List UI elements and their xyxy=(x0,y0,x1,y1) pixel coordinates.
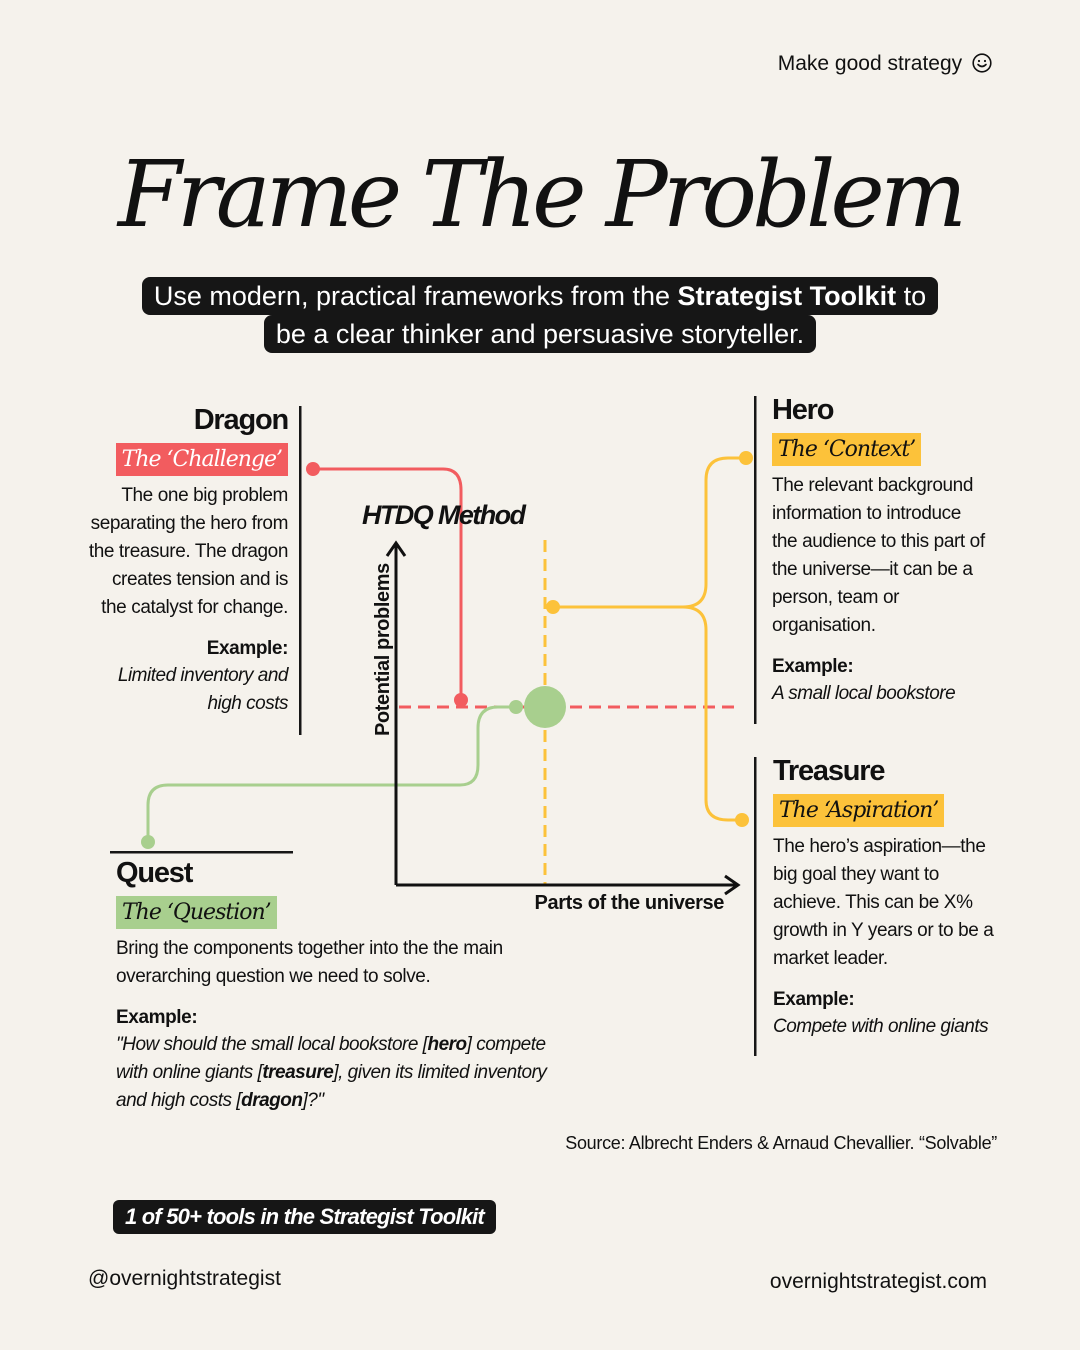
treasure-connector xyxy=(682,605,742,822)
hero-example-label: Example: xyxy=(772,656,854,677)
toolkit-badge: 1 of 50+ tools in the Strategist Toolkit xyxy=(113,1200,496,1234)
treasure-divider xyxy=(754,757,757,1056)
source-credit: Source: Albrecht Enders & Arnaud Chevall… xyxy=(565,1133,997,1153)
y-axis-label: Potential problems xyxy=(372,563,394,736)
quest-example-bold: hero xyxy=(427,1034,467,1055)
dragon-block: Dragon The ‘Challenge’ The one big probl… xyxy=(40,404,290,718)
treasure-title: Treasure xyxy=(773,755,886,787)
dragon-example-line: Limited inventory and xyxy=(117,665,289,686)
quest-tag: The ‘Question’ xyxy=(116,896,277,929)
quest-example-text: ]?" xyxy=(302,1090,324,1111)
treasure-desc-line: big goal they want to xyxy=(773,864,939,885)
hero-connector xyxy=(553,456,746,609)
smiley-icon xyxy=(972,53,992,73)
quest-block: Quest The ‘Question’ Bring the component… xyxy=(116,857,576,1115)
x-axis-arrow-icon xyxy=(724,874,741,896)
hero-point-dot xyxy=(546,600,560,614)
treasure-desc: The hero’s aspiration—the big goal they … xyxy=(773,833,1063,973)
hero-block: Hero The ‘Context’ The relevant backgrou… xyxy=(772,394,1062,708)
quest-link-dot xyxy=(509,700,523,714)
treasure-tag: The ‘Aspiration’ xyxy=(773,794,945,827)
social-handle[interactable]: @overnightstrategist xyxy=(88,1267,281,1290)
treasure-block: Treasure The ‘Aspiration’ The hero’s asp… xyxy=(773,755,1063,1041)
intersection-dot xyxy=(524,686,566,728)
quest-divider xyxy=(110,851,293,854)
hero-divider xyxy=(754,396,757,724)
quest-connector-dot xyxy=(141,835,155,849)
quest-example-text: with online giants [ xyxy=(116,1062,263,1083)
hero-title: Hero xyxy=(772,394,834,426)
treasure-desc-line: achieve. This can be X% xyxy=(773,892,973,913)
dragon-connector-dot xyxy=(306,462,320,476)
dragon-desc-line: the catalyst for change. xyxy=(101,597,288,618)
subtitle: Use modern, practical frameworks from th… xyxy=(0,277,1080,353)
dragon-tag: The ‘Challenge’ xyxy=(115,443,288,476)
x-axis-label: Parts of the universe xyxy=(534,892,725,914)
treasure-desc-line: growth in Y years or to be a xyxy=(773,920,994,941)
quest-example-bold: treasure xyxy=(262,1062,334,1083)
quest-example: "How should the small local bookstore [h… xyxy=(116,1031,576,1115)
treasure-desc-line: market leader. xyxy=(773,948,888,969)
dragon-desc-line: the treasure. The dragon xyxy=(88,541,289,562)
tagline: Make good strategy xyxy=(700,52,992,76)
quest-example-text: "How should the small local bookstore [ xyxy=(116,1034,428,1055)
quest-example-bold: dragon xyxy=(241,1090,303,1111)
dragon-desc: The one big problem separating the hero … xyxy=(40,482,289,622)
hero-desc-line: organisation. xyxy=(772,615,876,636)
dragon-desc-line: creates tension and is xyxy=(111,569,288,590)
quest-desc-line: Bring the components together into the t… xyxy=(116,938,503,959)
quest-example-text: ] compete xyxy=(466,1034,546,1055)
dragon-example-label: Example: xyxy=(206,638,289,659)
subtitle-line-1-bold: Strategist Toolkit xyxy=(677,281,897,311)
website-link[interactable]: overnightstrategist.com xyxy=(769,1270,987,1293)
quest-example-line: "How should the small local bookstore [h… xyxy=(116,1031,576,1059)
treasure-connector-dot xyxy=(735,813,749,827)
dragon-example: Limited inventory and high costs xyxy=(40,662,289,718)
hero-desc-line: information to introduce xyxy=(772,503,961,524)
treasure-example: Compete with online giants xyxy=(773,1013,1063,1041)
dragon-example-line: high costs xyxy=(207,693,288,714)
quest-desc: Bring the components together into the t… xyxy=(116,935,576,991)
hero-example: A small local bookstore xyxy=(772,680,1062,708)
hero-desc-line: The relevant background xyxy=(772,475,973,496)
hero-example-line: A small local bookstore xyxy=(772,683,956,704)
subtitle-line-1: Use modern, practical frameworks from th… xyxy=(141,277,939,315)
dragon-divider xyxy=(299,406,302,735)
quest-example-text: and high costs [ xyxy=(116,1090,242,1111)
tagline-text: Make good strategy xyxy=(777,52,963,75)
quest-title: Quest xyxy=(116,857,193,889)
dragon-connector xyxy=(313,467,463,700)
method-title: HTDQ Method xyxy=(362,500,526,530)
subtitle-line-2: be a clear thinker and persuasive storyt… xyxy=(263,315,817,353)
treasure-example-line: Compete with online giants xyxy=(773,1016,989,1037)
hero-desc: The relevant background information to i… xyxy=(772,472,1062,640)
quest-example-line: and high costs [dragon]?" xyxy=(116,1087,576,1115)
subtitle-line-1-post: to xyxy=(896,281,927,311)
page-title: Frame The Problem xyxy=(117,141,967,248)
y-axis-arrow-icon xyxy=(385,540,407,557)
hero-desc-line: the audience to this part of xyxy=(772,531,985,552)
dragon-desc-line: The one big problem xyxy=(121,485,288,506)
quest-connector xyxy=(146,705,516,842)
dragon-point-dot xyxy=(454,693,468,707)
treasure-desc-line: The hero’s aspiration—the xyxy=(773,836,986,857)
quest-desc-line: overarching question we need to solve. xyxy=(116,966,431,987)
hero-desc-line: the universe—it can be a xyxy=(772,559,973,580)
quest-example-label: Example: xyxy=(116,1007,198,1028)
quest-example-line: with online giants [treasure], given its… xyxy=(116,1059,576,1087)
subtitle-line-1-pre: Use modern, practical frameworks from th… xyxy=(153,281,678,311)
hero-desc-line: person, team or xyxy=(772,587,900,608)
hero-tag: The ‘Context’ xyxy=(772,433,922,466)
quest-example-text: ], given its limited inventory xyxy=(333,1062,547,1083)
hero-connector-dot xyxy=(739,451,753,465)
treasure-example-label: Example: xyxy=(773,989,855,1010)
dragon-title: Dragon xyxy=(193,404,290,436)
dragon-desc-line: separating the hero from xyxy=(90,513,289,534)
